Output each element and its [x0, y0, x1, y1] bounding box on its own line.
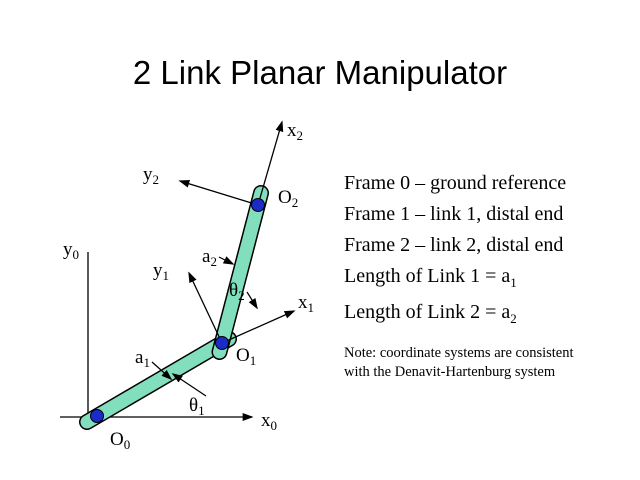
- label-theta2: θ2: [229, 280, 245, 303]
- label-text: x: [287, 120, 297, 141]
- label-sub: 0: [124, 437, 131, 452]
- y2-axis: [178, 179, 259, 206]
- fact-text: Frame 2 – link 2, distal end: [344, 234, 564, 256]
- label-text: y: [153, 260, 163, 281]
- fact-frame-2: Frame 2 – link 2, distal end: [344, 233, 566, 264]
- label-sub: 2: [210, 254, 217, 269]
- label-x0: x0: [261, 410, 277, 433]
- joint-o2: [251, 198, 265, 212]
- label-text: a: [135, 347, 144, 368]
- label-y2: y2: [143, 164, 159, 187]
- label-o1: O1: [236, 345, 256, 368]
- label-sub: 0: [271, 418, 278, 433]
- label-text: x: [261, 410, 271, 431]
- label-text: x: [298, 292, 308, 313]
- a1-pointer-arrow: [151, 361, 173, 381]
- label-text: O: [236, 345, 250, 366]
- joint-o1: [215, 336, 229, 350]
- x1-axis: [221, 310, 296, 344]
- label-theta1: θ1: [189, 395, 205, 418]
- label-o2: O2: [278, 187, 298, 210]
- note-line-1: Note: coordinate systems are consistent: [344, 345, 574, 361]
- label-text: O: [278, 187, 292, 208]
- label-a2: a2: [202, 246, 217, 269]
- label-text: O: [110, 429, 124, 450]
- fact-text: Frame 0 – ground reference: [344, 172, 567, 194]
- label-sub: 2: [292, 195, 299, 210]
- label-sub: 2: [297, 128, 304, 143]
- label-sub: 0: [73, 247, 80, 262]
- joint-o0: [90, 409, 104, 423]
- label-text: a: [202, 246, 211, 267]
- label-o0: O0: [110, 429, 130, 452]
- fact-text: Length of Link 2 = a: [344, 301, 511, 323]
- theta2-pointer-arrow: [246, 291, 258, 310]
- label-sub: 1: [143, 355, 150, 370]
- x2-axis: [257, 120, 284, 206]
- label-a1: a1: [135, 347, 150, 370]
- fact-text: Length of Link 1 = a: [344, 265, 511, 287]
- label-x1: x1: [298, 292, 314, 315]
- label-text: θ: [189, 395, 198, 416]
- label-sub: 2: [238, 288, 245, 303]
- facts-block: Frame 0 – ground reference Frame 1 – lin…: [344, 171, 566, 331]
- theta1-pointer-arrow: [171, 373, 207, 397]
- fact-sub: 2: [510, 311, 517, 326]
- link2-body: [213, 186, 268, 359]
- slide-title: 2 Link Planar Manipulator: [132, 54, 508, 91]
- fact-frame-1: Frame 1 – link 1, distal end: [344, 202, 566, 233]
- label-y1: y1: [153, 260, 169, 283]
- label-text: y: [63, 239, 73, 260]
- label-y0: y0: [63, 239, 79, 262]
- fact-text: Frame 1 – link 1, distal end: [344, 203, 564, 225]
- link1-body: [80, 332, 236, 429]
- fact-sub: 1: [510, 275, 517, 290]
- label-sub: 2: [153, 172, 160, 187]
- fact-frame-0: Frame 0 – ground reference: [344, 171, 566, 202]
- note-block: Note: coordinate systems are consistent …: [344, 344, 574, 382]
- label-text: θ: [229, 280, 238, 301]
- label-sub: 1: [308, 300, 315, 315]
- label-x2: x2: [287, 120, 303, 143]
- label-sub: 1: [250, 353, 257, 368]
- fact-length-1: Length of Link 1 = a1: [344, 264, 566, 295]
- fact-length-2: Length of Link 2 = a2: [344, 300, 566, 331]
- y1-axis: [188, 271, 223, 344]
- a2-pointer-arrow: [218, 256, 235, 265]
- label-text: y: [143, 164, 153, 185]
- label-sub: 1: [198, 403, 205, 418]
- note-line-2: with the Denavit-Hartenburg system: [344, 364, 556, 380]
- label-sub: 1: [163, 268, 170, 283]
